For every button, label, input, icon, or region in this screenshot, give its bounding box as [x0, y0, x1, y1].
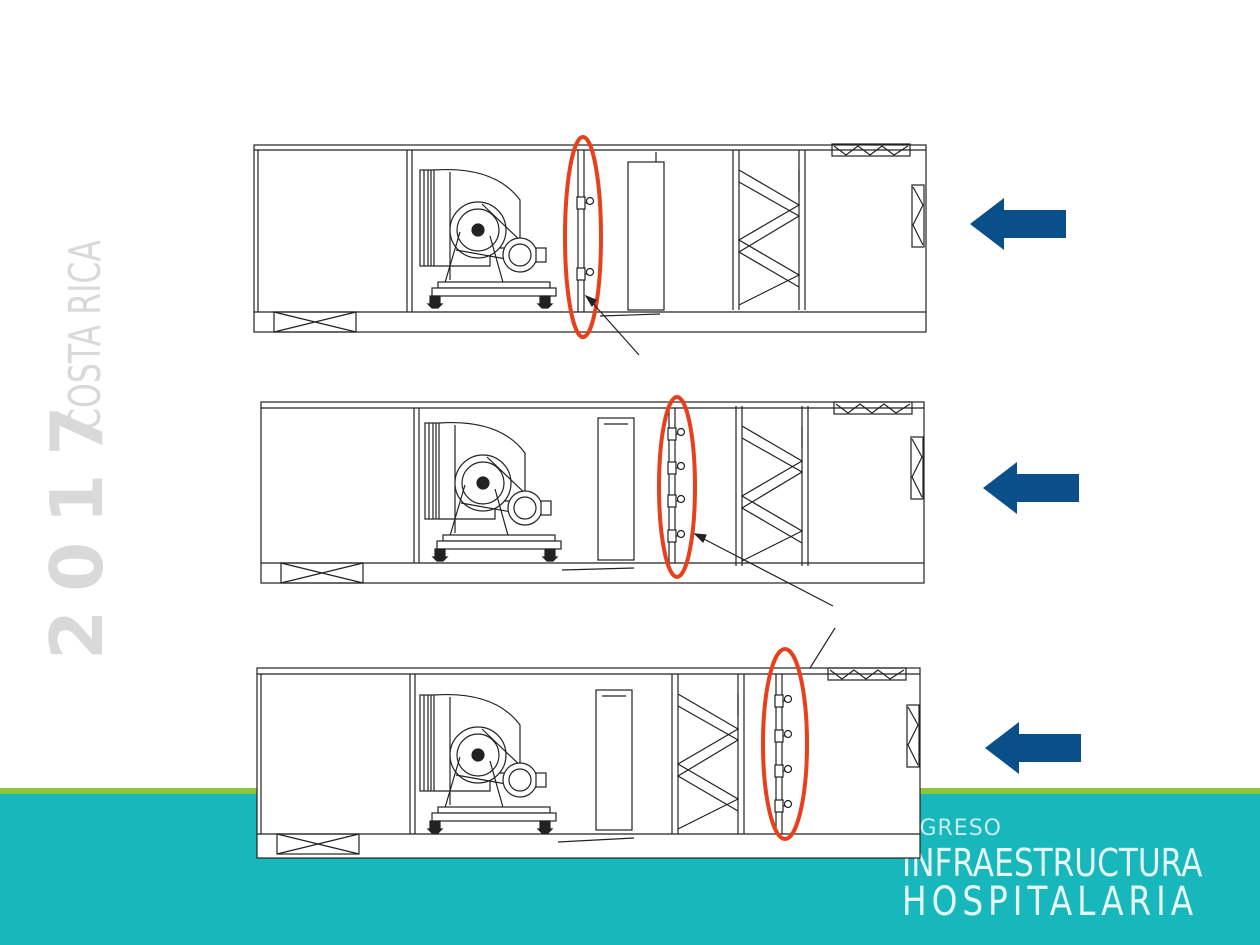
congress-line2: INFRAESTRUCTURA — [902, 841, 1203, 885]
air-handling-unit-3 — [256, 667, 921, 859]
year-text: 2017 — [40, 388, 110, 660]
congress-logo: NGRESO INFRAESTRUCTURA HOSPITALARIA — [902, 816, 1260, 925]
congress-line3: HOSPITALARIA — [902, 879, 1199, 925]
airflow-arrow-1 — [970, 198, 1066, 250]
congress-line1: NGRESO — [902, 816, 1002, 841]
highlight-ring-2 — [657, 395, 697, 579]
highlight-ring-1 — [563, 135, 603, 339]
airflow-arrow-3 — [985, 722, 1081, 774]
air-handling-unit-2 — [260, 401, 925, 584]
airflow-arrow-2 — [983, 462, 1079, 514]
country-text: COSTA RICA — [60, 240, 110, 430]
year-watermark: 2017 COSTA RICA — [40, 240, 110, 660]
highlight-ring-3 — [761, 647, 809, 841]
pointer-arrow-1 — [584, 294, 640, 356]
